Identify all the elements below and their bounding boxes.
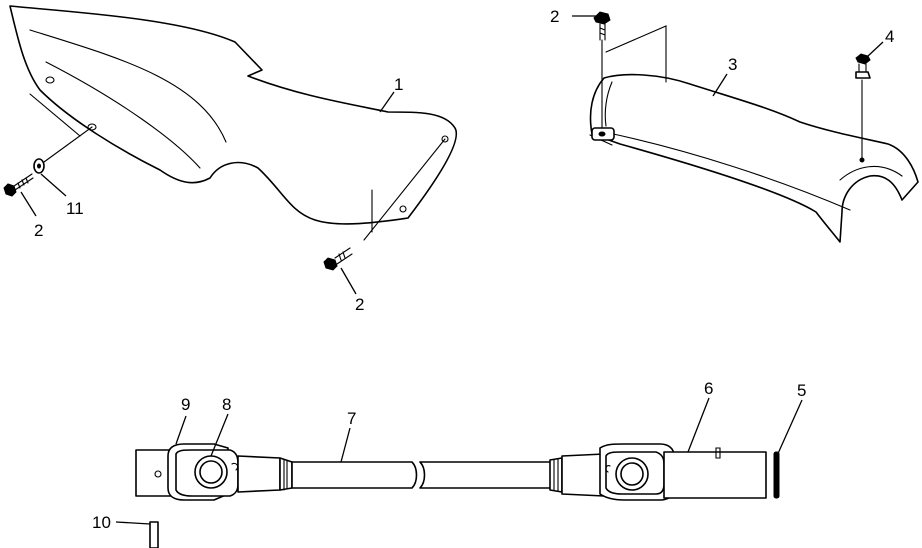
callout-6: 6 [704, 379, 713, 398]
callout-9: 9 [181, 395, 190, 414]
callout-2-screw-top-right: 2 [550, 7, 559, 26]
screw-top-right-2 [593, 11, 611, 129]
callout-leaders [20, 15, 884, 525]
screw-4 [855, 53, 871, 159]
callout-8: 8 [222, 395, 231, 414]
callout-10: 10 [92, 513, 111, 532]
drive-shaft-assembly [135, 443, 780, 548]
callout-2-screw-left: 2 [34, 221, 43, 240]
callout-1: 1 [394, 75, 403, 94]
callout-5: 5 [797, 381, 806, 400]
callout-3: 3 [728, 55, 737, 74]
callout-11: 11 [66, 199, 84, 218]
washer-11 [33, 158, 45, 174]
seat-cover-part-1 [9, 5, 458, 233]
screw-bottom-2 [323, 247, 353, 271]
callout-4: 4 [885, 27, 894, 46]
callout-2-screw-bottom: 2 [355, 295, 364, 314]
seat-part-3 [589, 25, 919, 243]
screw-left-2 [3, 173, 34, 197]
callout-7: 7 [347, 409, 356, 428]
